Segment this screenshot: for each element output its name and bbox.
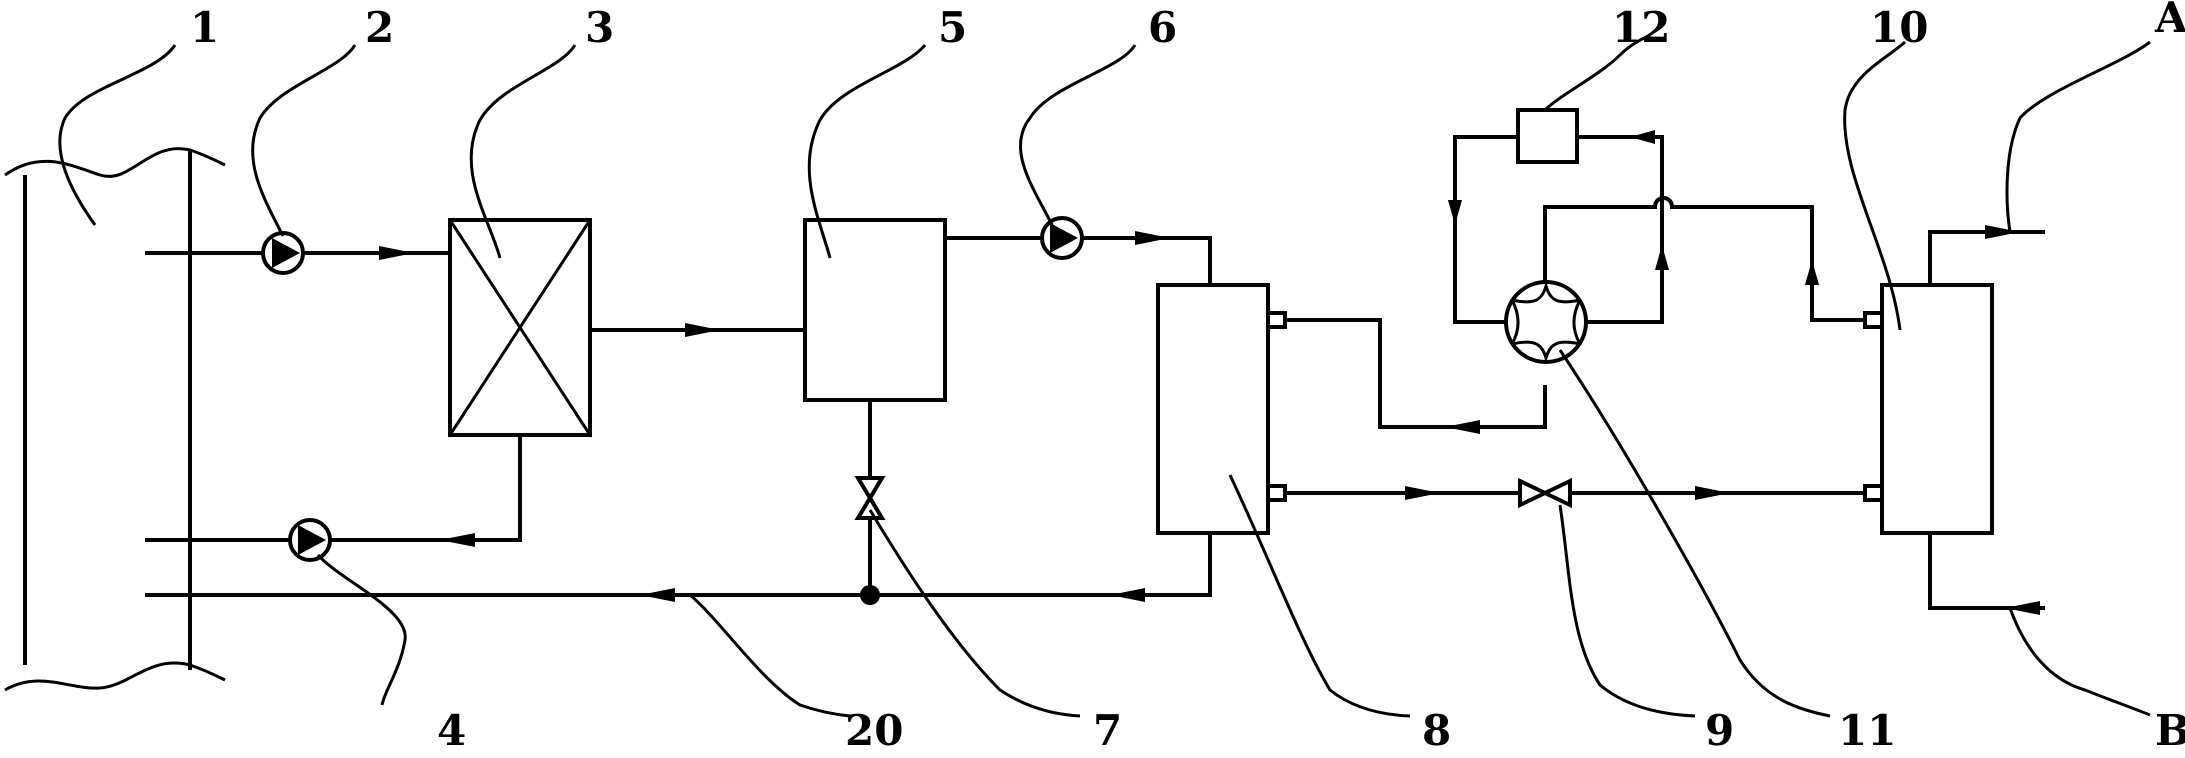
label-3: 3 bbox=[585, 3, 614, 52]
label-9: 9 bbox=[1705, 706, 1734, 753]
pump-6 bbox=[1040, 216, 1084, 260]
leader-lines bbox=[58, 33, 2151, 718]
heat-exchanger-3 bbox=[448, 218, 592, 437]
pump-4 bbox=[288, 518, 332, 562]
label-11: 11 bbox=[1838, 706, 1896, 753]
label-8: 8 bbox=[1422, 706, 1451, 753]
unit-10 bbox=[1863, 283, 1994, 535]
label-6: 6 bbox=[1148, 3, 1177, 52]
labels: 1 2 3 5 6 12 10 A 4 20 7 8 9 11 B bbox=[190, 0, 2185, 755]
source-tank-1 bbox=[4, 147, 226, 692]
valve-9 bbox=[1518, 477, 1572, 509]
pipes bbox=[145, 135, 2045, 610]
label-7: 7 bbox=[1093, 706, 1122, 753]
label-20: 20 bbox=[845, 706, 903, 753]
label-1: 1 bbox=[190, 3, 219, 52]
valve-7 bbox=[854, 476, 886, 605]
component-12 bbox=[1516, 108, 1579, 164]
label-4: 4 bbox=[437, 706, 466, 753]
label-2: 2 bbox=[365, 3, 394, 52]
label-5: 5 bbox=[938, 3, 967, 52]
label-10: 10 bbox=[1870, 3, 1928, 52]
label-B: B bbox=[2155, 706, 2185, 753]
pump-2 bbox=[261, 231, 305, 275]
label-12: 12 bbox=[1612, 3, 1670, 52]
four-way-valve-11 bbox=[1504, 280, 1588, 364]
label-A: A bbox=[2154, 0, 2185, 42]
unit-8 bbox=[1156, 283, 1287, 535]
flow-arrows bbox=[379, 130, 2040, 615]
